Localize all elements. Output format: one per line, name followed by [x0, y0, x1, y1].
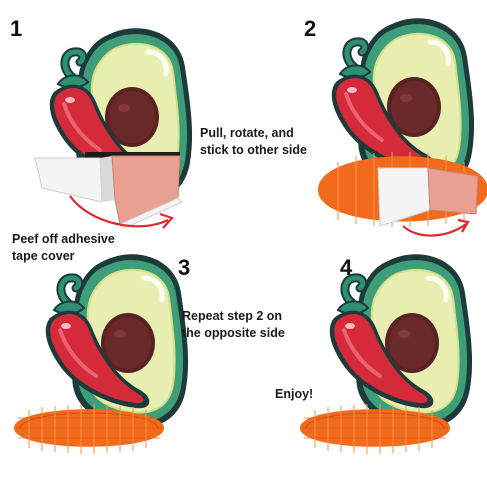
step-3-caption-line-2: the opposite side [182, 326, 285, 340]
step-3-honeycomb-base-illustration [13, 403, 165, 455]
step-2-honeycomb-base-illustration [318, 152, 487, 237]
step-4-caption: Enjoy! [275, 386, 313, 403]
step-1-number: 1 [10, 16, 23, 41]
step-3-caption: Repeat step 2 on the opposite side [182, 308, 285, 342]
step-3-number: 3 [178, 255, 191, 280]
step-4-number: 4 [340, 255, 353, 280]
step-3-caption-line-1: Repeat step 2 on [182, 309, 283, 323]
step-2-caption: Pull, rotate, and stick to other side [200, 125, 307, 159]
step-2-number: 2 [304, 16, 317, 41]
step-4-honeycomb-base-illustration [299, 403, 451, 455]
step-2-caption-line-2: stick to other side [200, 143, 307, 157]
step-1-caption-line-1: Peef off adhesive [12, 232, 115, 246]
step-1-caption: Peef off adhesive tape cover [12, 231, 115, 265]
step-4-caption-line-1: Enjoy! [275, 387, 314, 401]
step-2-caption-line-1: Pull, rotate, and [200, 126, 294, 140]
step-1-caption-line-2: tape cover [12, 249, 75, 263]
step-1-adhesive-tab-illustration [34, 152, 183, 229]
